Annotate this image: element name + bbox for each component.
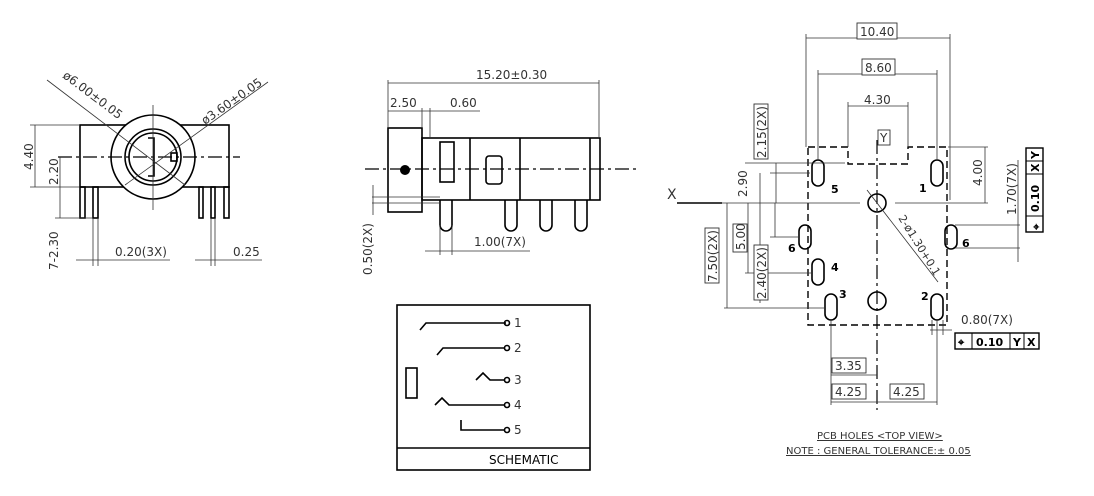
dim-pin-width: 0.20(3X) (115, 245, 167, 259)
dim-offset: 0.50(2X) (361, 223, 375, 275)
svg-text:0.10: 0.10 (1029, 185, 1042, 212)
dim-notch: 4.30 (864, 93, 891, 107)
dim-2-90: 2.90 (736, 170, 750, 197)
svg-text:X: X (1027, 336, 1036, 349)
pcb-caption: PCB HOLES <TOP VIEW> (817, 431, 943, 442)
dim-4-25-right: 4.25 (893, 385, 920, 399)
dim-2-15: 2.15(2X) (755, 106, 769, 158)
position-symbol-icon: ⌖ (957, 336, 965, 349)
pin-label-6-right: 6 (962, 237, 970, 250)
front-view: ø6.00±0.05 ø3.60±0.05 4.40 2.20 7-2.30 0… (22, 68, 269, 270)
dim-pin-length: 7-2.30 (47, 231, 61, 270)
pin-label-5: 5 (831, 183, 839, 196)
pin-label-6-left: 6 (788, 242, 796, 255)
dim-4-00: 4.00 (971, 159, 985, 186)
position-symbol-icon: ⌖ (1030, 223, 1043, 231)
dim-7-50: 7.50(2X) (706, 230, 720, 282)
side-view: 15.20±0.30 2.50 0.60 0.50(2X) 1.00(7X) (361, 68, 640, 275)
dim-center-height: 2.20 (47, 158, 61, 185)
dim-5-00: 5.00 (734, 223, 748, 250)
dim-3-35: 3.35 (835, 359, 862, 373)
dim-pin-pitch: 1.00(7X) (474, 235, 526, 249)
schematic-title: SCHEMATIC (489, 453, 558, 467)
dim-hole-diameter: 2-ø1.30+0.1 (895, 213, 943, 278)
dim-slot-width: 0.80(7X) (961, 313, 1013, 327)
datum-y: Y (879, 131, 888, 145)
dim-4-25-left: 4.25 (835, 385, 862, 399)
pcb-view: 10.40 8.60 4.30 Y X 2.15(2X) 2.90 5.00 7… (667, 22, 1044, 457)
schematic-pin-4: 4 (514, 398, 522, 412)
svg-text:0.10: 0.10 (976, 336, 1003, 349)
pin-label-2: 2 (921, 290, 929, 303)
datum-x: X (667, 187, 677, 203)
position-tolerance-frame-yx: ⌖ 0.10 Y X (954, 332, 1040, 350)
position-tolerance-frame-xy: Y X 0.10 ⌖ (1025, 147, 1044, 233)
dim-outer-diameter: ø6.00±0.05 (60, 68, 125, 122)
svg-text:Y: Y (1029, 150, 1042, 160)
svg-text:X: X (1029, 163, 1042, 172)
schematic-pin-5: 5 (514, 423, 522, 437)
schematic-pin-1: 1 (514, 316, 522, 330)
dim-width-inner: 8.60 (865, 61, 892, 75)
pin-label-3: 3 (839, 288, 847, 301)
dim-gap: 0.60 (450, 96, 477, 110)
svg-text:Y: Y (1012, 336, 1022, 349)
dim-total-length: 15.20±0.30 (476, 68, 547, 82)
dim-inner-diameter: ø3.60±0.05 (199, 75, 265, 127)
dim-2-40: 2.40(2X) (755, 247, 769, 299)
dim-height: 4.40 (22, 143, 36, 170)
pin-label-4: 4 (831, 261, 839, 274)
schematic: 1 2 3 4 5 SCHEMATIC (396, 304, 591, 471)
schematic-pin-2: 2 (514, 341, 522, 355)
schematic-pin-3: 3 (514, 373, 522, 387)
dim-width-total: 10.40 (860, 25, 894, 39)
pin-label-1: 1 (919, 182, 927, 195)
dim-pin-width-2: 0.25 (233, 245, 260, 259)
dim-1-70: 1.70(7X) (1005, 163, 1019, 215)
dim-front-length: 2.50 (390, 96, 417, 110)
tolerance-note: NOTE : GENERAL TOLERANCE:± 0.05 (786, 446, 971, 457)
